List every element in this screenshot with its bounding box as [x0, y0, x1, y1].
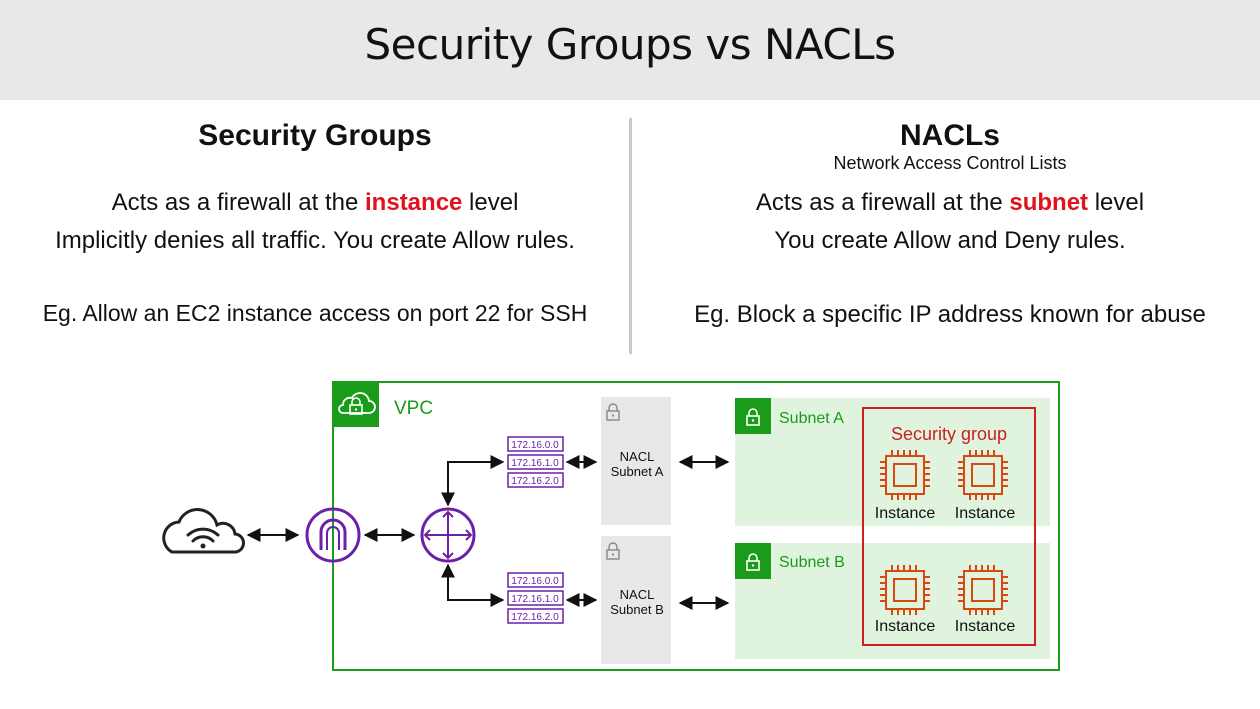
title-banner: Security Groups vs NACLs [0, 0, 1260, 100]
instance-4-label: Instance [955, 618, 1016, 635]
nacl-a-line1: NACL [620, 449, 655, 464]
connection-arrows [246, 455, 730, 610]
nacl-a-line2: Subnet A [611, 464, 664, 479]
nacl-line-1-pre: Acts as a firewall at the [755, 189, 1010, 216]
instance-1-label: Instance [875, 505, 936, 522]
nacls-subtitle: Network Access Control Lists [833, 153, 1067, 173]
route-bottom-entry-2: 172.16.1.0 [511, 594, 559, 605]
vpc-cloud-icon [338, 392, 376, 415]
security-groups-column: Security Groups Acts as a firewall at th… [0, 118, 630, 332]
security-group-box [862, 407, 1036, 646]
route-bottom-entry-1: 172.16.0.0 [511, 576, 559, 587]
sg-line-1: Acts as a firewall at the instance level [0, 184, 630, 222]
nacl-b-line2: Subnet B [610, 602, 664, 617]
subnet-b-box [735, 543, 1050, 659]
nacl-highlight-subnet: subnet [1009, 189, 1089, 216]
instance-3-label: Instance [875, 618, 936, 635]
sg-highlight-instance: instance [365, 189, 463, 216]
nacl-example: Eg. Block a specific IP address known fo… [694, 301, 1206, 328]
internet-cloud-icon [162, 508, 245, 554]
column-divider [629, 118, 632, 354]
router-icon [420, 507, 476, 563]
subnet-a-box [735, 398, 1050, 526]
nacl-line-1-post: level [1088, 189, 1145, 216]
sg-line-1-pre: Acts as a firewall at the [111, 189, 366, 216]
page-title: Security Groups vs NACLs [364, 20, 896, 69]
vpc-label: VPC [394, 398, 433, 419]
nacl-b-line1: NACL [620, 587, 655, 602]
security-groups-title: Security Groups [198, 119, 432, 152]
sg-example: Eg. Allow an EC2 instance access on port… [42, 300, 588, 326]
sg-line-2: Implicitly denies all traffic. You creat… [55, 227, 575, 254]
instance-2-label: Instance [955, 505, 1016, 522]
nacl-a-box [601, 397, 671, 525]
route-bottom-entry-3: 172.16.2.0 [511, 612, 559, 623]
route-table-top-icon: 172.16.0.0 172.16.1.0 172.16.2.0 [507, 436, 564, 488]
route-top-entry-2: 172.16.1.0 [511, 458, 559, 469]
route-top-entry-1: 172.16.0.0 [511, 440, 559, 451]
internet-gateway-icon [305, 507, 361, 563]
nacl-line-2: You create Allow and Deny rules. [774, 227, 1126, 254]
nacl-line-1: Acts as a firewall at the subnet level [640, 184, 1260, 222]
route-table-bottom-icon: 172.16.0.0 172.16.1.0 172.16.2.0 [507, 572, 564, 624]
sg-line-1-post: level [462, 189, 519, 216]
nacls-title: NACLs [899, 119, 1000, 152]
subnet-a-label: Subnet A [779, 410, 844, 427]
nacl-b-box [601, 536, 671, 664]
security-group-label: Security group [891, 424, 1007, 444]
nacls-column: NACLs Network Access Control Lists Acts … [640, 118, 1260, 334]
route-top-entry-3: 172.16.2.0 [511, 476, 559, 487]
subnet-b-label: Subnet B [779, 554, 845, 571]
